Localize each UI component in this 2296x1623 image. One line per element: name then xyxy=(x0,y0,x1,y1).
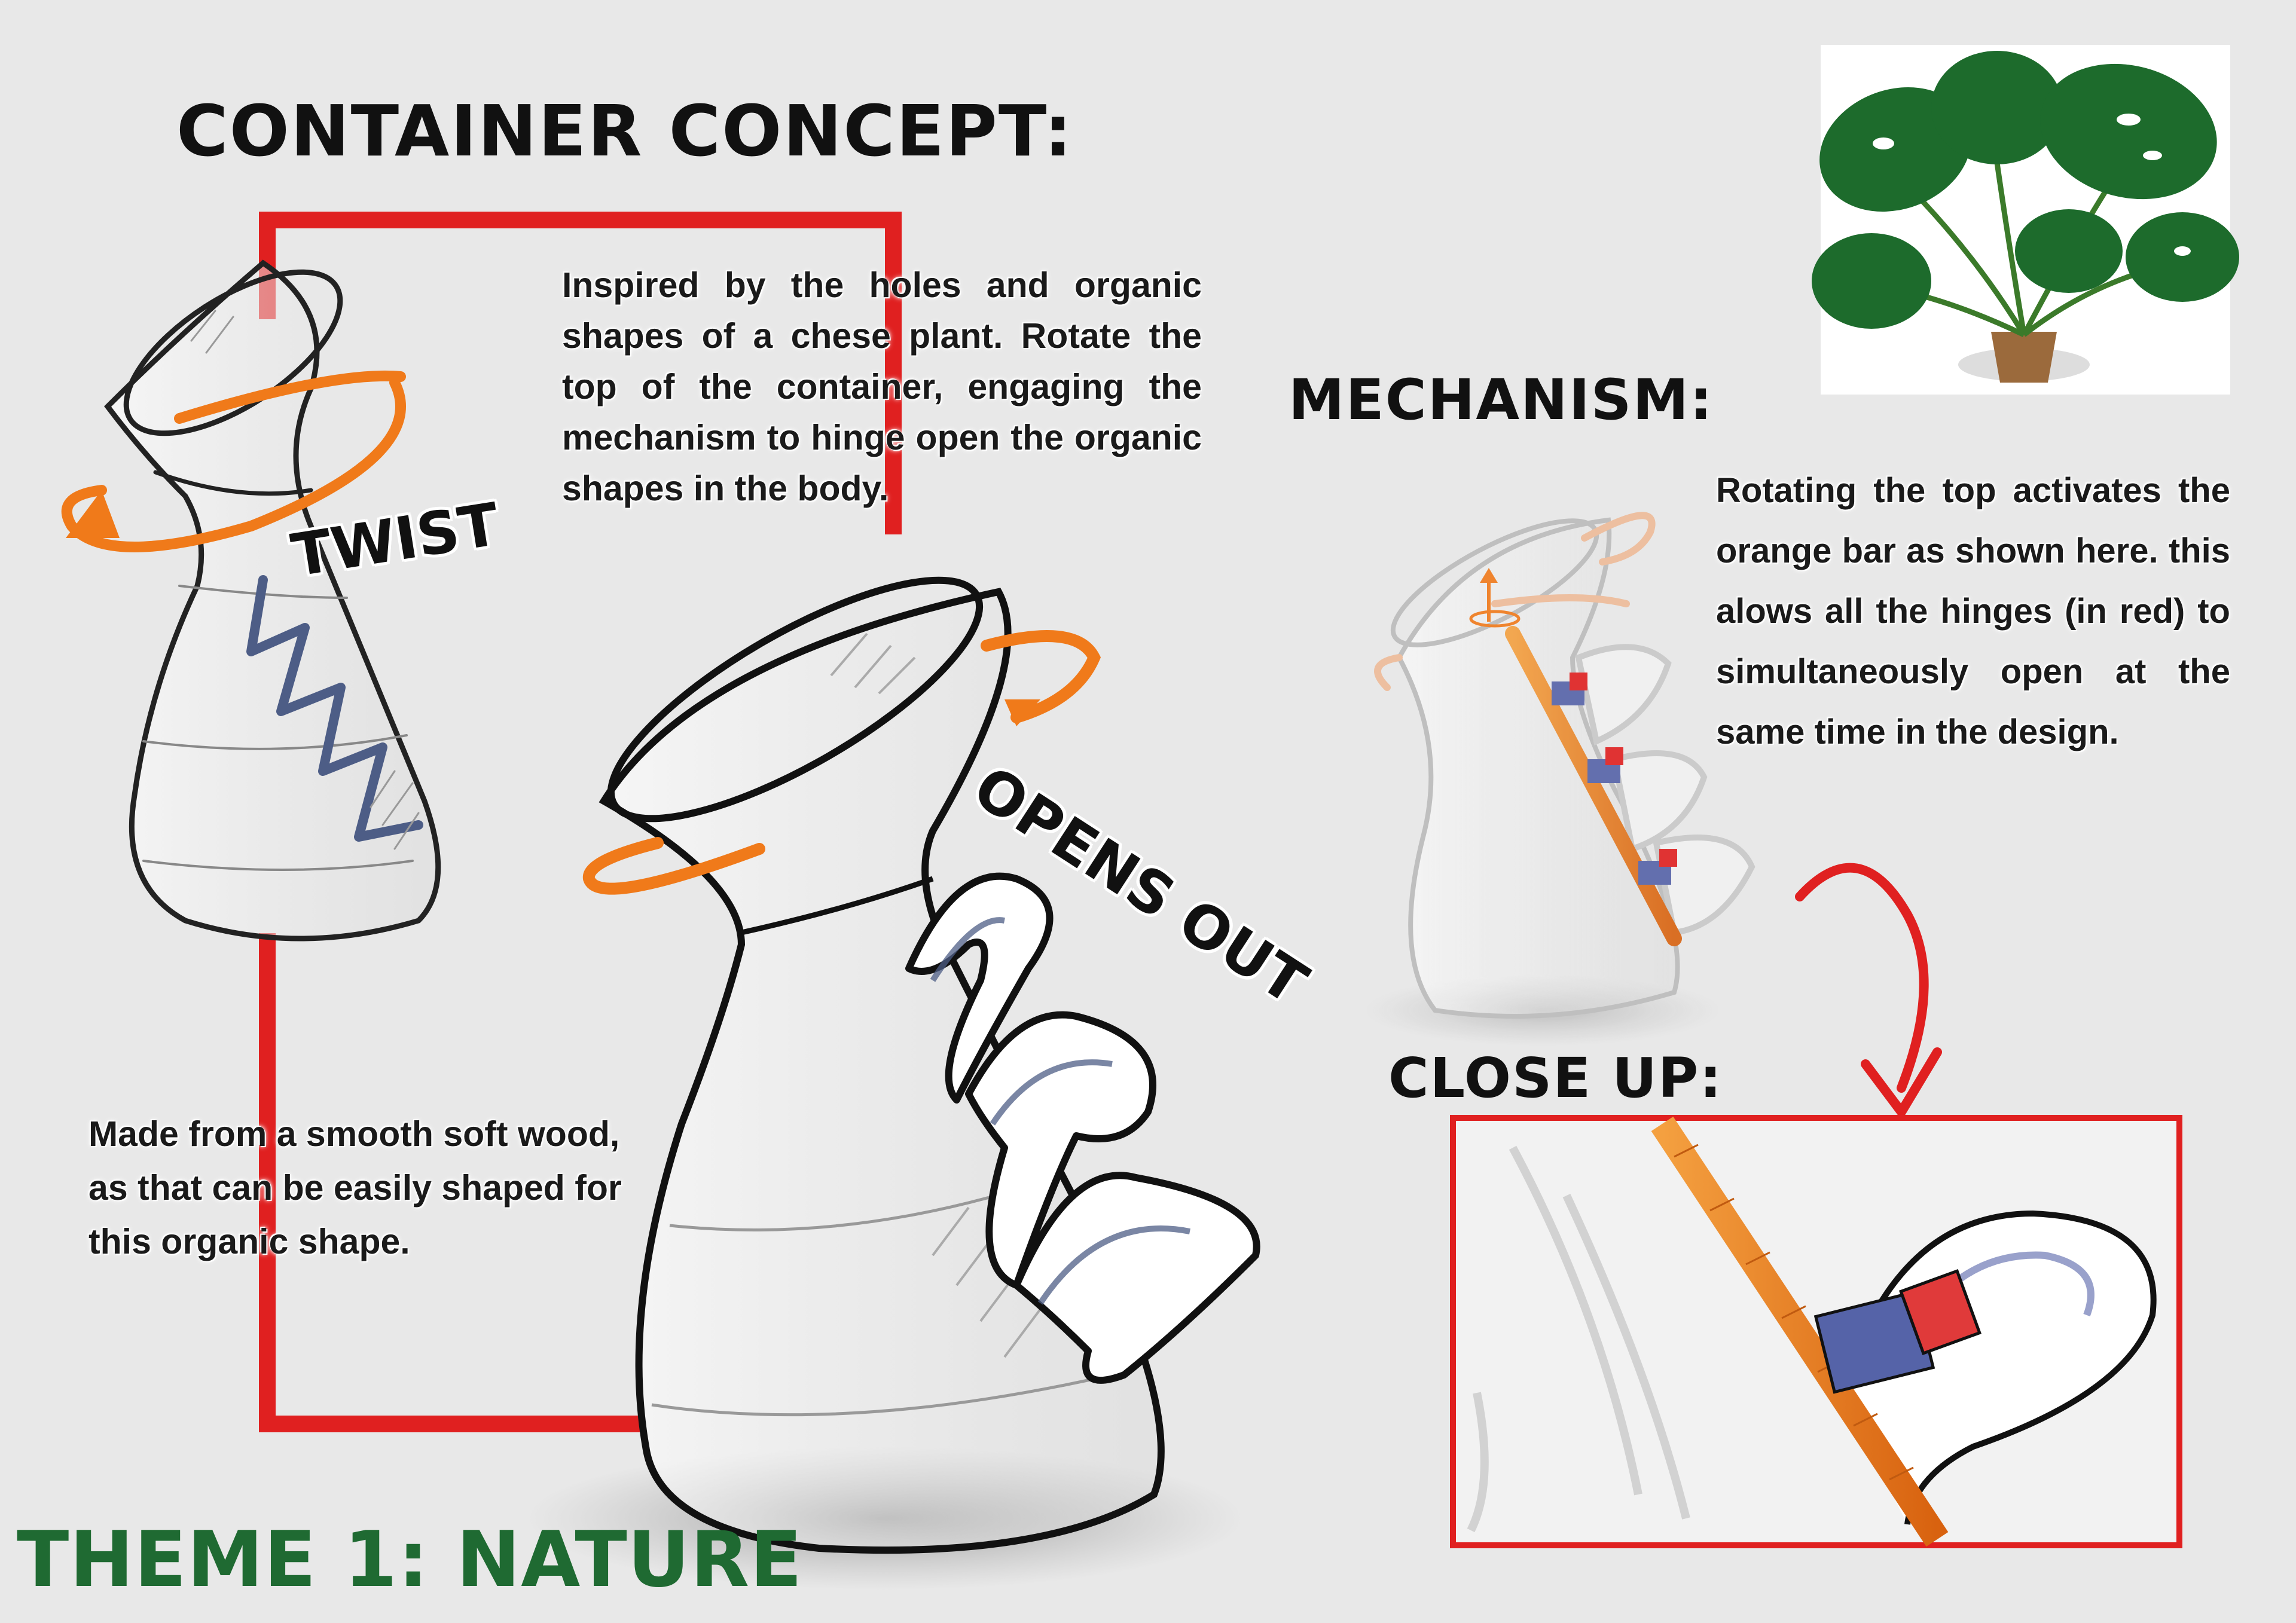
rotate-arrow-icon xyxy=(61,370,406,552)
curved-down-arrow-icon xyxy=(1795,863,1942,1117)
hinged-flap-group xyxy=(905,872,1260,1384)
mechanism-text: Rotating the top activates the orange ba… xyxy=(1716,471,2230,751)
material-text: Made from a smooth soft wood, as that ca… xyxy=(88,1114,622,1261)
hinge-markers xyxy=(1552,673,1677,885)
small-vase-sketch xyxy=(104,259,441,942)
mechanism-vase-sketch xyxy=(1363,512,1755,1046)
intro-text: Inspired by the holes and organic shapes… xyxy=(562,265,1202,508)
closeup-panel xyxy=(1450,1115,2182,1548)
theme-label: THEME 1: NATURE xyxy=(17,1515,803,1604)
mechanism-heading: MECHANISM: xyxy=(1289,368,1714,433)
page-title: CONTAINER CONCEPT: xyxy=(176,90,1074,172)
large-vase-sketch xyxy=(526,576,1260,1590)
closeup-heading: CLOSE UP: xyxy=(1388,1046,1723,1110)
monstera-plant-icon xyxy=(1812,45,2239,395)
